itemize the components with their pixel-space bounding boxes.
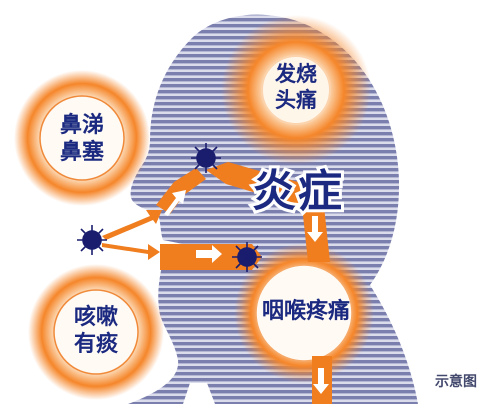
phlegm-text: 有痰: [73, 331, 118, 357]
germ-path-arrows: [102, 210, 162, 260]
sore-throat-label: 咽喉疼痛: [250, 299, 362, 326]
sore-throat-text: 咽喉疼痛: [261, 299, 350, 324]
runny-nose-text: 鼻涕: [59, 113, 104, 138]
blocked-nose-text: 鼻塞: [59, 139, 104, 165]
nose-symptom-label: 鼻涕 鼻塞: [40, 113, 124, 167]
diagram-footnote: 示意图: [435, 374, 477, 390]
headache-text: 头痛: [275, 87, 317, 112]
fever-headache-label: 发烧 头痛: [256, 62, 336, 113]
cough-text: 咳嗽: [73, 305, 118, 330]
fever-text: 发烧: [275, 62, 317, 86]
airflow-arrows: [164, 190, 329, 394]
germ-icon: [77, 143, 262, 272]
cough-symptom-label: 咳嗽 有痰: [54, 305, 138, 359]
inflammation-label: 炎症: [252, 166, 344, 217]
